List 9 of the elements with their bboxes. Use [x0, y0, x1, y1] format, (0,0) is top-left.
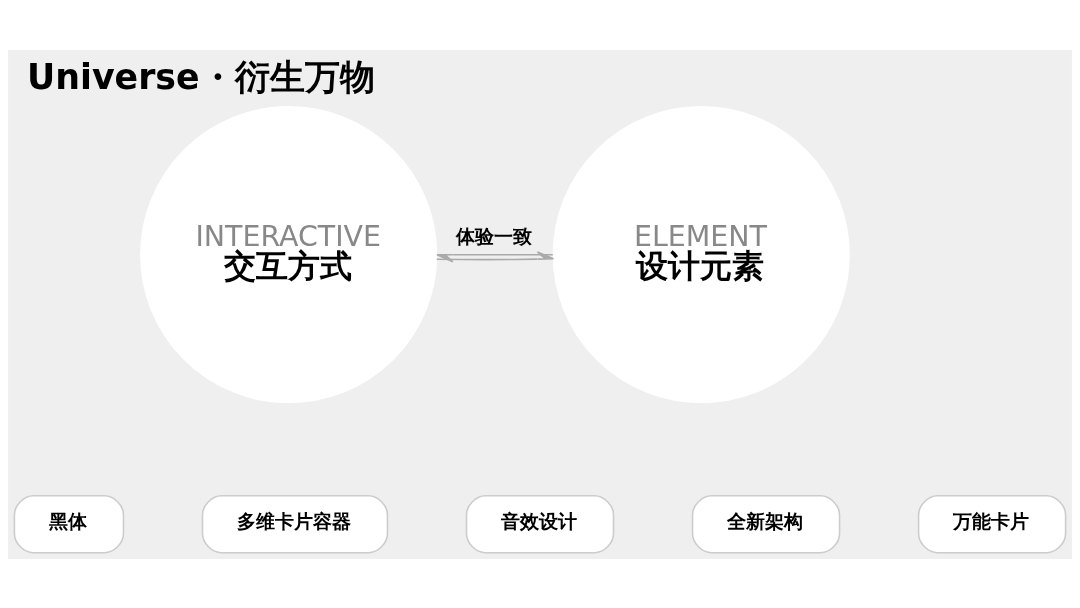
node-box: 黑体: [13, 494, 125, 553]
node-circle: INTERACTIVE 交互方式: [140, 105, 438, 403]
node-box: 音效设计: [465, 494, 615, 553]
node-box: 多维卡片容器: [201, 494, 389, 553]
node-box: 万能卡片: [917, 494, 1067, 553]
node-circle: ELEMENT 设计元素: [552, 105, 850, 403]
diagram-title: Universe・衍生万物: [27, 56, 375, 97]
edge-label: 体验一致: [456, 224, 533, 247]
node-box: 全新架构: [691, 494, 841, 553]
